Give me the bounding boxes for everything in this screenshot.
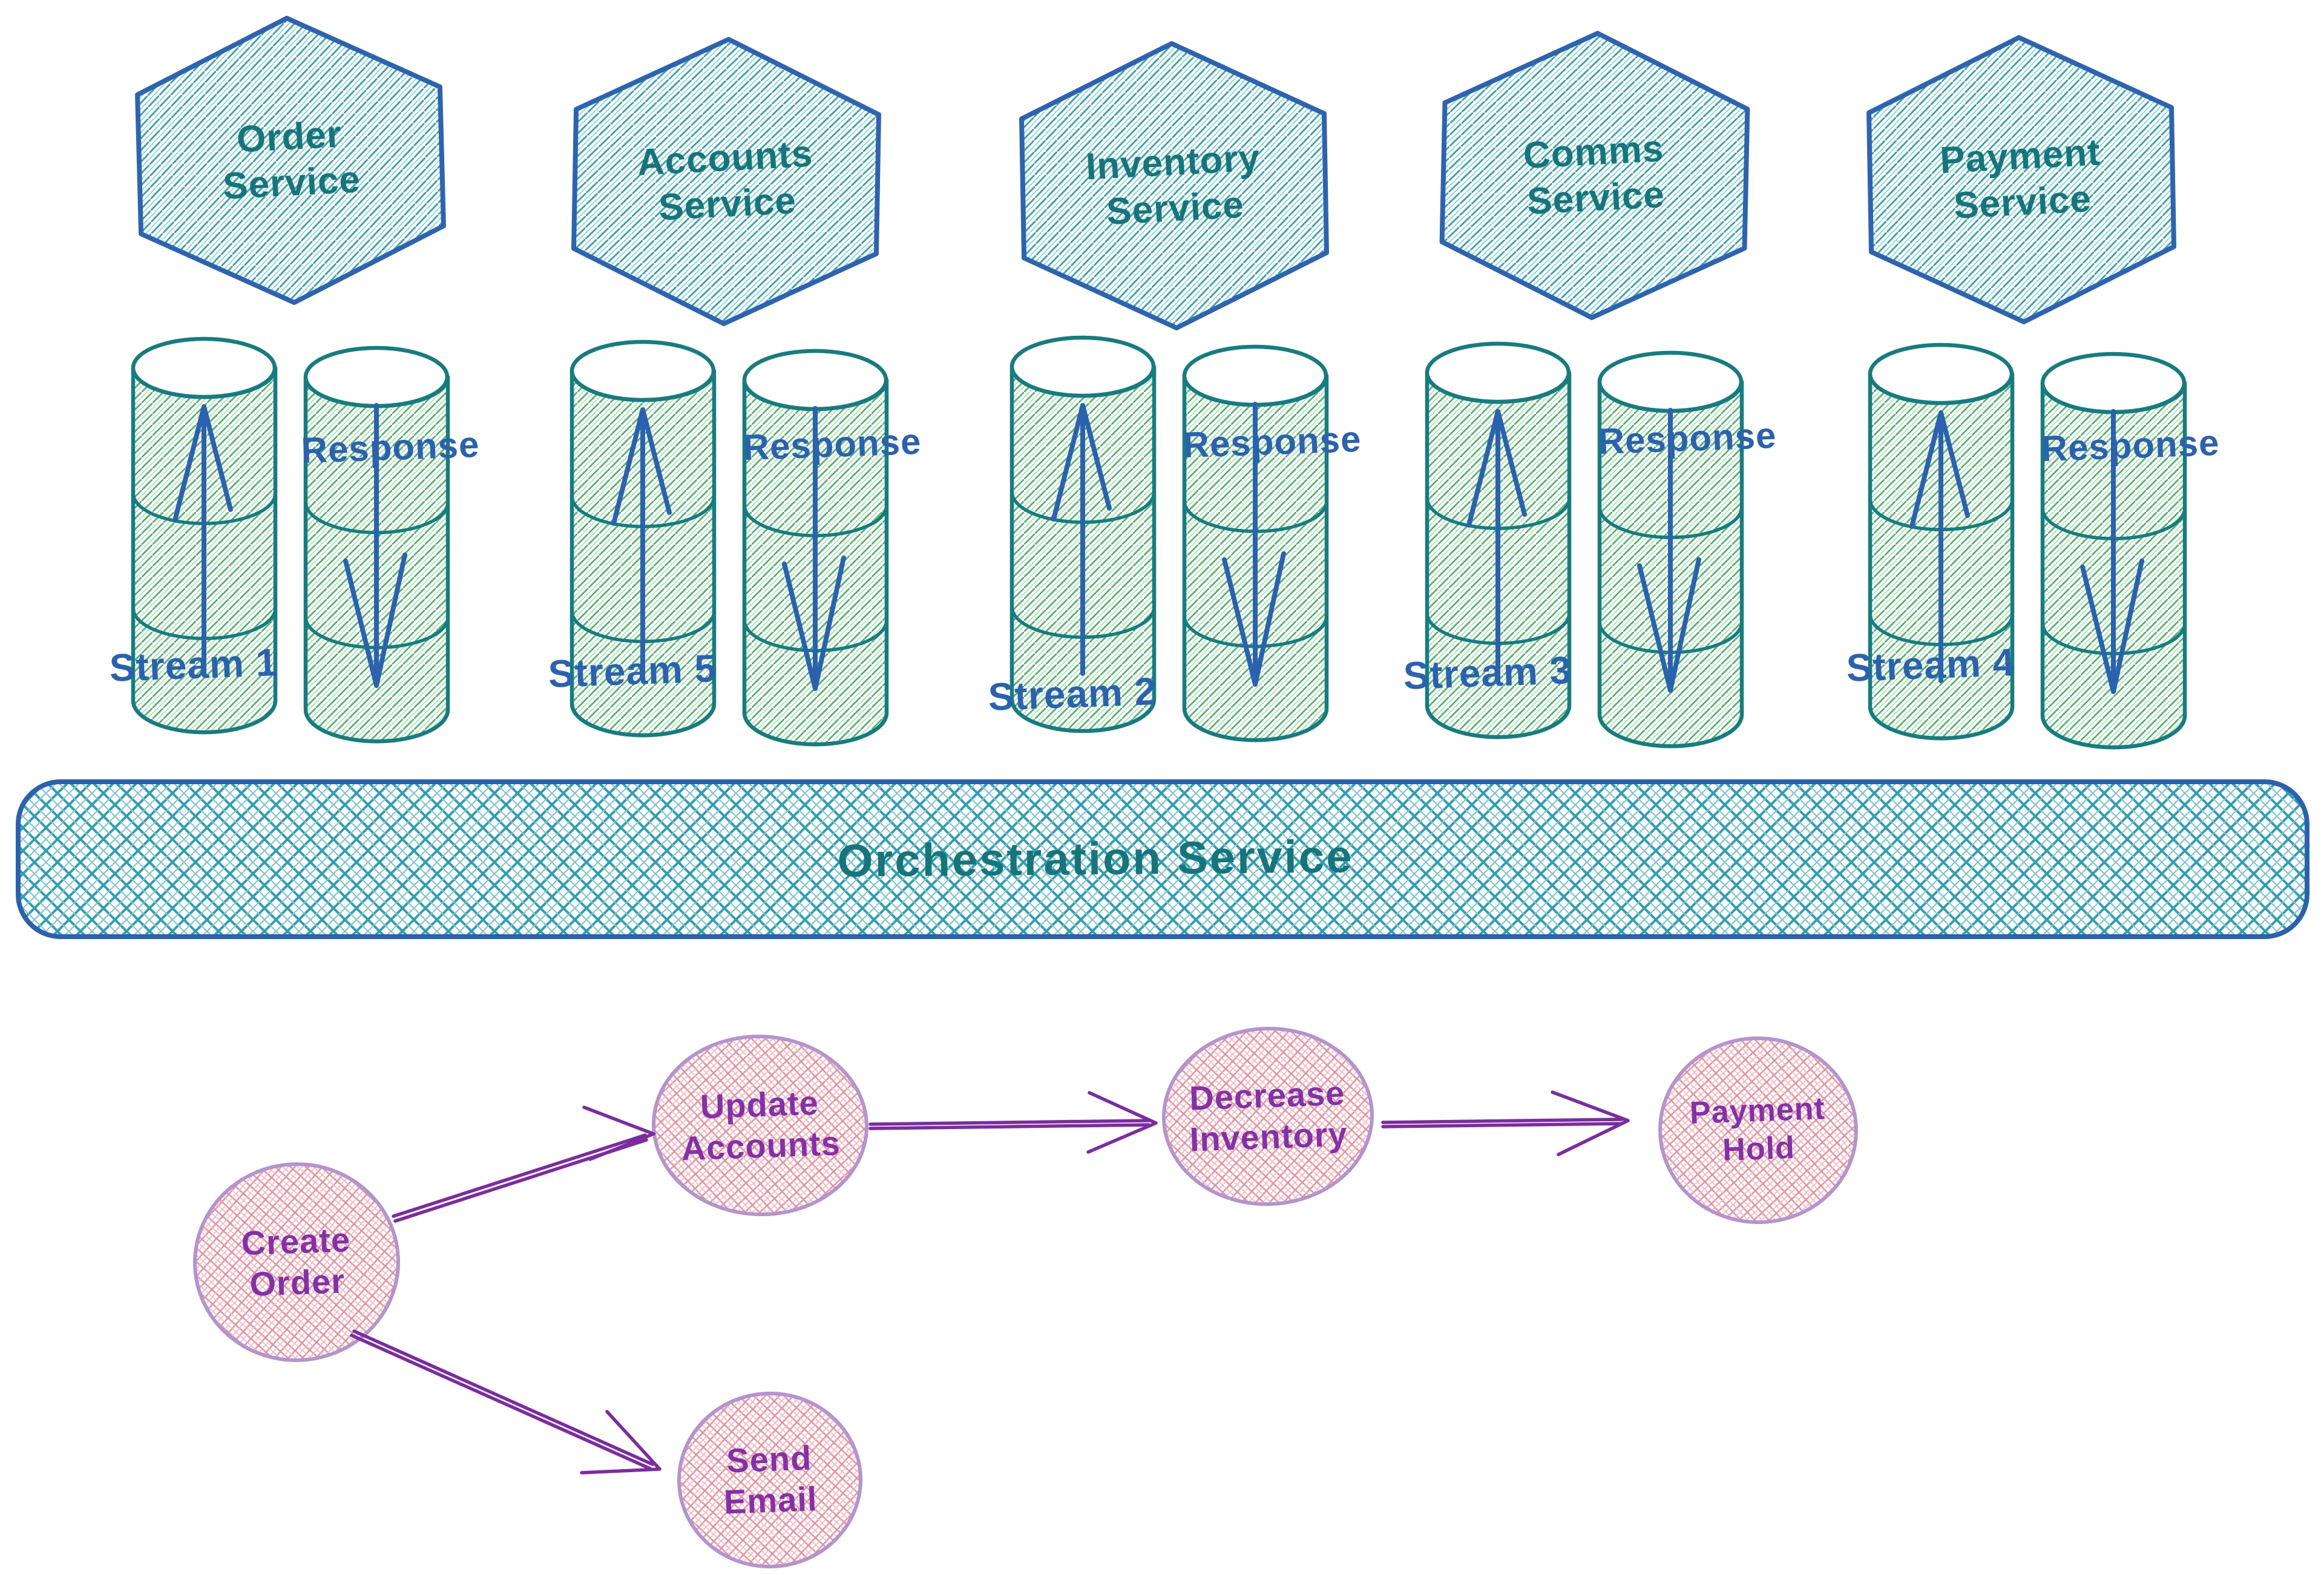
stream-pair-2 <box>570 339 889 747</box>
response-cylinder-top <box>2040 352 2187 414</box>
event-streams <box>131 335 2187 750</box>
request-cylinder-top <box>1868 342 2014 405</box>
down-arrow-icon <box>1222 402 1286 687</box>
request-cylinder-top <box>1009 335 1156 398</box>
node-create-order <box>193 1162 400 1363</box>
stream-pair-3 <box>1009 335 1329 742</box>
up-arrow-icon <box>172 404 233 677</box>
node-send-email <box>677 1391 862 1569</box>
node-payment-hold <box>1658 1036 1858 1225</box>
down-arrow-icon <box>782 406 846 691</box>
down-arrow-icon <box>1637 408 1701 693</box>
hexagon-order-service <box>135 16 446 305</box>
workflow-nodes <box>193 1026 1858 1569</box>
response-cylinder-top <box>1182 344 1328 407</box>
down-arrow-icon <box>2080 409 2144 694</box>
arrow-create-order-to-send-email <box>350 1329 661 1475</box>
up-arrow-icon <box>1051 403 1112 676</box>
service-hexagons <box>135 16 2176 330</box>
arrow-create-order-to-update-accounts <box>392 1105 655 1223</box>
hexagon-comms-service <box>1439 31 1750 320</box>
up-arrow-icon <box>1909 410 1970 683</box>
stream-pair-4 <box>1425 341 1744 748</box>
hexagon-payment-service <box>1866 35 2176 324</box>
node-update-accounts <box>652 1034 868 1217</box>
down-arrow-icon <box>343 403 407 688</box>
stream-pair-1 <box>131 336 450 744</box>
request-cylinder-top <box>1425 341 1571 404</box>
stream-pair-5 <box>1868 342 2187 750</box>
up-arrow-icon <box>1466 409 1527 682</box>
up-arrow-icon <box>611 407 672 680</box>
hexagon-accounts-service <box>571 37 881 326</box>
arrow-decrease-inventory-to-payment-hold <box>1381 1090 1630 1156</box>
hexagon-inventory-service <box>1019 41 1329 330</box>
workflow-arrows <box>350 1090 1630 1475</box>
request-cylinder-top <box>131 336 277 399</box>
arrow-update-accounts-to-decrease-inventory <box>868 1091 1158 1154</box>
orchestration-service-bar <box>16 779 2309 939</box>
request-cylinder-top <box>570 339 716 402</box>
response-cylinder-top <box>1597 350 1744 413</box>
response-cylinder-top <box>742 349 888 411</box>
response-cylinder-top <box>303 345 450 408</box>
node-decrease-inventory <box>1162 1026 1374 1207</box>
